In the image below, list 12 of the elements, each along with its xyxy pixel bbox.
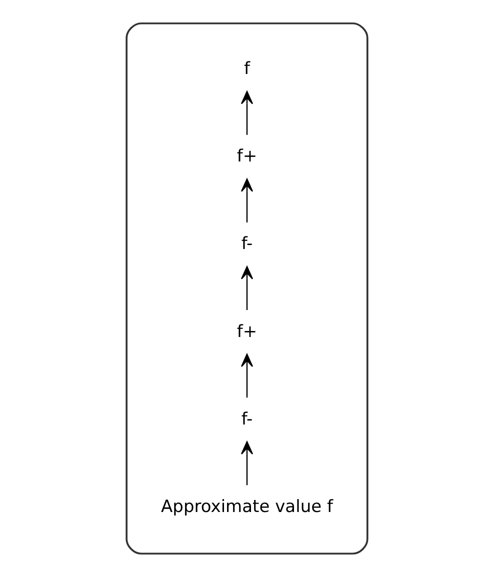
arrow	[240, 90, 253, 135]
node-text: f+	[236, 146, 257, 167]
node-text: f-	[240, 409, 252, 430]
cluster	[125, 22, 368, 555]
node-text: f-	[240, 234, 252, 254]
node-text: Approximate value f	[160, 496, 332, 517]
node-text: f	[244, 59, 250, 80]
arrow	[240, 178, 253, 222]
arrow	[240, 354, 253, 398]
arrow	[240, 266, 253, 310]
arrow	[240, 441, 253, 486]
node-text: f+	[236, 322, 257, 342]
